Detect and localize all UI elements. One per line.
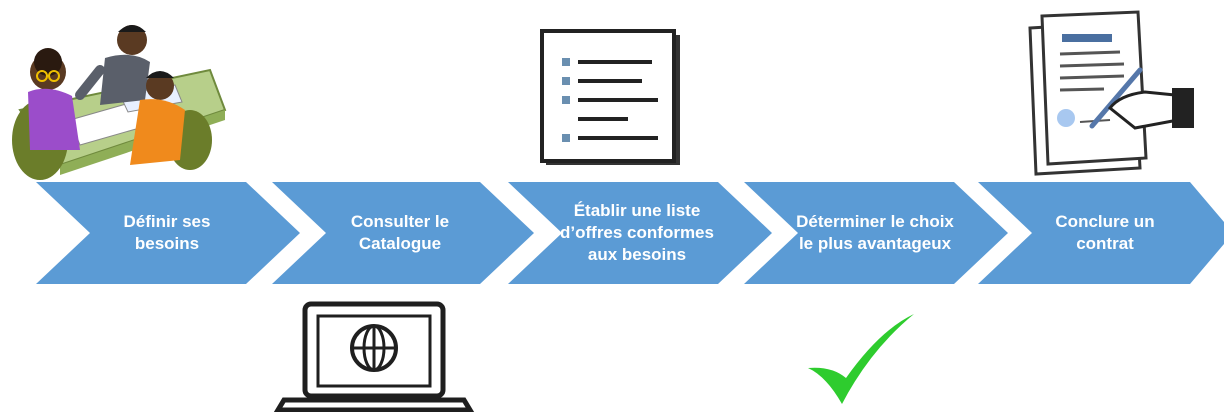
step-arrow-1 [36, 182, 300, 284]
step-arrow-5 [978, 182, 1224, 284]
step-label-text: Établir une liste d’offres conformes aux… [560, 201, 714, 264]
process-arrows [36, 182, 1224, 284]
document-list-icon [540, 29, 680, 165]
step-label-text: Définir ses besoins [123, 212, 211, 253]
step-label-consulter: Consulter le Catalogue [320, 182, 480, 284]
step-label-conclure: Conclure un contrat [1030, 182, 1180, 284]
people-meeting-icon [12, 25, 227, 180]
step-label-etablir: Établir une liste d’offres conformes aux… [552, 182, 722, 284]
checkmark-icon [808, 314, 914, 404]
contract-signing-icon [1028, 10, 1194, 176]
step-label-determiner: Déterminer le choix le plus avantageux [790, 182, 960, 284]
laptop-globe-icon [273, 301, 475, 412]
step-label-text: Consulter le Catalogue [350, 212, 450, 253]
step-arrow-4 [744, 182, 1008, 284]
step-label-text: Déterminer le choix le plus avantageux [796, 212, 954, 253]
step-arrow-3 [508, 182, 772, 284]
step-label-definir: Définir ses besoins [92, 182, 242, 284]
step-label-text: Conclure un contrat [1055, 212, 1155, 253]
step-arrow-2 [272, 182, 534, 284]
